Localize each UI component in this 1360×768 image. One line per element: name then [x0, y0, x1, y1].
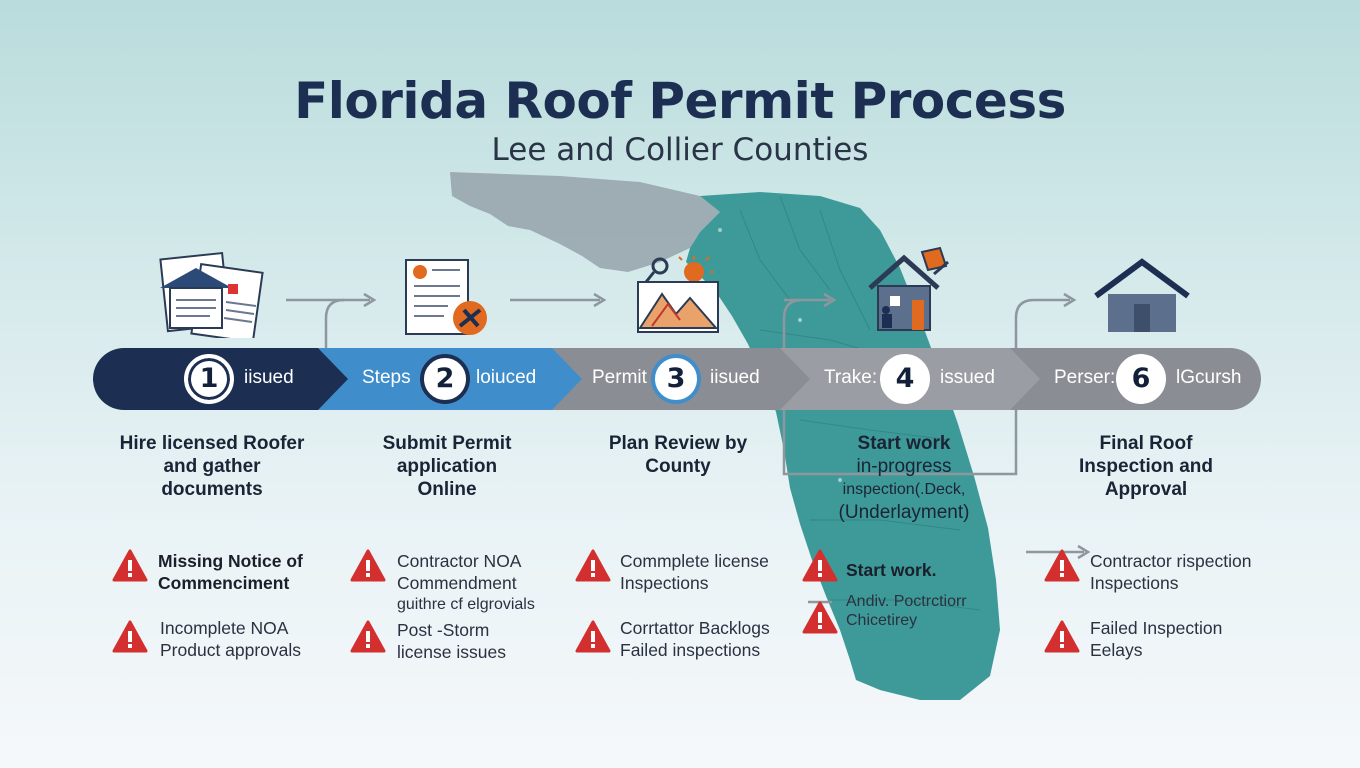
warning-icon — [1044, 549, 1080, 583]
band-label-5-suffix: lGcursh — [1176, 367, 1242, 388]
florida-panhandle — [450, 172, 720, 272]
warning-icon — [350, 620, 386, 654]
warning-icon — [802, 549, 838, 583]
step-4-description: Start work in-progress inspection(.Deck,… — [838, 433, 970, 523]
warning-icon — [575, 620, 611, 654]
step-number-3: 3 — [651, 354, 701, 404]
house-icon — [1094, 258, 1190, 332]
step-5-issue-1: Contractor rispection Inspections — [1090, 551, 1252, 593]
step-2-description: Submit Permit application Online — [382, 433, 512, 500]
application-form-icon — [405, 259, 487, 335]
step-5-issue-2: Failed Inspection Eelays — [1090, 618, 1223, 660]
step-number-2: 2 — [420, 354, 470, 404]
step-2-issue-2: Post -Storm license issues — [397, 620, 506, 662]
step-4-issue-1: Start work. — [846, 560, 937, 580]
band-label-1-suffix: iisued — [244, 367, 294, 388]
florida-peninsula — [686, 192, 1000, 700]
step-5-description: Final Roof Inspection and Approval — [1078, 433, 1214, 500]
warning-icon — [112, 549, 148, 583]
warning-icon — [1044, 620, 1080, 654]
band-label-2-suffix: loiuced — [476, 367, 537, 388]
band-label-3-prefix: Permit — [592, 367, 647, 388]
band-label-5-prefix: Perser: — [1054, 367, 1116, 388]
step-number-5: 6 — [1116, 354, 1166, 404]
page-title: Florida Roof Permit Process — [294, 72, 1066, 130]
warning-icon — [802, 601, 838, 635]
step-3-issue-1: Commplete license Inspections — [620, 551, 769, 593]
step-1-issue-1: Missing Notice of Commenciment — [158, 551, 303, 593]
band-label-4-suffix: issued — [940, 367, 995, 388]
band-label-4-prefix: Trake: — [824, 367, 878, 388]
step-1-description: Hire licensed Roofer and gather document… — [119, 433, 305, 500]
step-3-description: Plan Review by County — [608, 433, 748, 477]
documents-icon — [159, 251, 264, 338]
band-label-3-suffix: iisued — [710, 367, 760, 388]
warning-icon — [350, 549, 386, 583]
step-3-issue-2: Corrtattor Backlogs Failed inspections — [620, 618, 770, 660]
page-subtitle: Lee and Collier Counties — [491, 132, 869, 168]
step-number-4: 4 — [880, 354, 930, 404]
band-label-2-prefix: Steps — [362, 367, 411, 388]
step-4-issue-2: Andiv. Poctrctiorr Chicetirey — [846, 593, 967, 629]
house-work-icon — [868, 246, 949, 331]
step-number-1: 1 — [184, 354, 234, 404]
step-1-issue-2: Incomplete NOA Product approvals — [160, 618, 302, 660]
warning-icon — [112, 620, 148, 654]
step-2-issue-1: Contractor NOA Commendment guithre cf el… — [397, 551, 535, 613]
plan-review-icon — [637, 256, 719, 333]
warning-icon — [575, 549, 611, 583]
